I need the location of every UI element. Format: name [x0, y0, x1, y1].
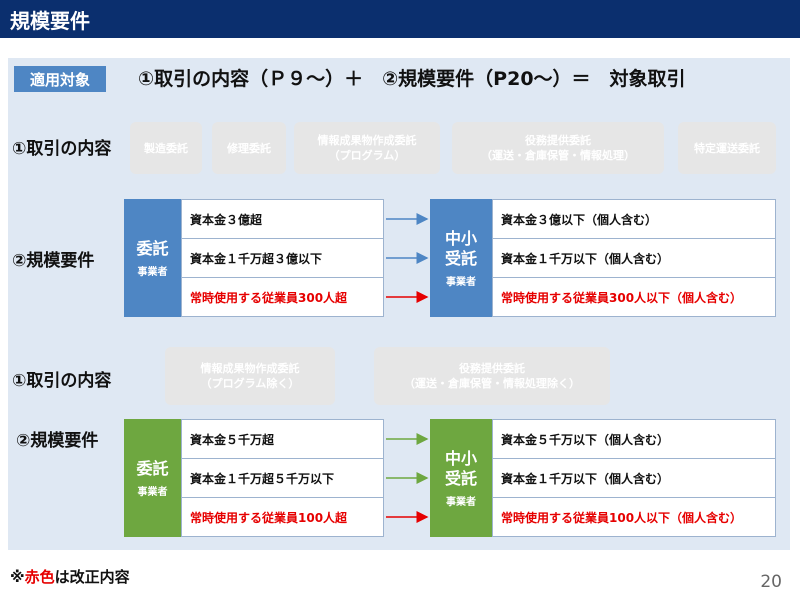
- sme-contractor-sub-label: 事業者: [446, 276, 476, 288]
- footnote-prefix: ※: [10, 568, 25, 586]
- section2-pill-1: 役務提供委託 （運送・倉庫保管・情報処理除く）: [374, 347, 610, 405]
- section1-contractor-conditions: 資本金３億以下（個人含む） 資本金１千万以下（個人含む） 常時使用する従業員30…: [492, 199, 776, 317]
- section1-consignor-conditions: 資本金３億超 資本金１千万超３億以下 常時使用する従業員300人超: [181, 199, 384, 317]
- scope-badge: 適用対象: [14, 66, 106, 92]
- consignor-sub-label: 事業者: [137, 486, 168, 498]
- section1-sme-contractor-box: 中小 受託 事業者: [430, 199, 492, 317]
- sme-contractor-label: 中小 受託: [444, 228, 477, 268]
- section1-pill-4: 特定運送委託: [678, 122, 776, 174]
- condition-row: 資本金３億超: [182, 200, 383, 239]
- sme-contractor-label: 中小 受託: [444, 448, 477, 488]
- section1-pill-2: 情報成果物作成委託 （プログラム）: [294, 122, 440, 174]
- section2-pill-0: 情報成果物作成委託 （プログラム除く）: [165, 347, 335, 405]
- condition-row-revised: 常時使用する従業員100人超: [190, 511, 348, 525]
- section2-content-label: ①取引の内容: [12, 371, 112, 391]
- condition-row: 資本金１千万以下（個人含む）: [493, 459, 775, 498]
- condition-row: 資本金１千万超３億以下: [182, 239, 383, 278]
- section1-consignor-box: 委託 事業者: [124, 199, 181, 317]
- section2-arrows: [386, 433, 429, 523]
- condition-row: 資本金５千万超: [182, 420, 383, 459]
- footnote: ※赤色は改正内容: [10, 566, 130, 587]
- section2-contractor-conditions: 資本金５千万以下（個人含む） 資本金１千万以下（個人含む） 常時使用する従業員1…: [492, 419, 776, 537]
- section1-scale-label: ②規模要件: [12, 251, 95, 271]
- condition-row-revised: 常時使用する従業員300人以下（個人含む）: [501, 291, 743, 305]
- consignor-label: 委託: [136, 458, 169, 478]
- header-bar: [0, 0, 800, 38]
- footnote-red-text: 赤色: [24, 568, 55, 586]
- section2-consignor-box: 委託 事業者: [124, 419, 181, 537]
- section2-consignor-conditions: 資本金５千万超 資本金１千万超５千万以下 常時使用する従業員100人超: [181, 419, 384, 537]
- page-title: 規模要件: [10, 9, 90, 33]
- section2-scale-label: ②規模要件: [16, 431, 99, 451]
- section2-sme-contractor-box: 中小 受託 事業者: [430, 419, 492, 537]
- sme-contractor-sub-label: 事業者: [446, 496, 476, 508]
- condition-row: 資本金１千万以下（個人含む）: [493, 239, 775, 278]
- condition-row-revised: 常時使用する従業員100人以下（個人含む）: [501, 511, 743, 525]
- footnote-suffix: は改正内容: [54, 568, 130, 586]
- scope-formula: ①取引の内容（Ｐ９～）＋ ②規模要件（P20～）＝ 対象取引: [138, 68, 686, 90]
- section1-pill-3: 役務提供委託 （運送・倉庫保管・情報処理）: [452, 122, 664, 174]
- consignor-label: 委託: [136, 238, 169, 258]
- page-number: 20: [760, 572, 782, 592]
- consignor-sub-label: 事業者: [137, 266, 168, 278]
- condition-row: 資本金３億以下（個人含む）: [493, 200, 775, 239]
- section1-arrows: [386, 213, 429, 303]
- section1-pill-1: 修理委託: [212, 122, 286, 174]
- section1-pill-0: 製造委託: [130, 122, 202, 174]
- condition-row: 資本金５千万以下（個人含む）: [493, 420, 775, 459]
- section1-content-label: ①取引の内容: [12, 139, 112, 159]
- condition-row: 資本金１千万超５千万以下: [182, 459, 383, 498]
- condition-row-revised: 常時使用する従業員300人超: [190, 291, 348, 305]
